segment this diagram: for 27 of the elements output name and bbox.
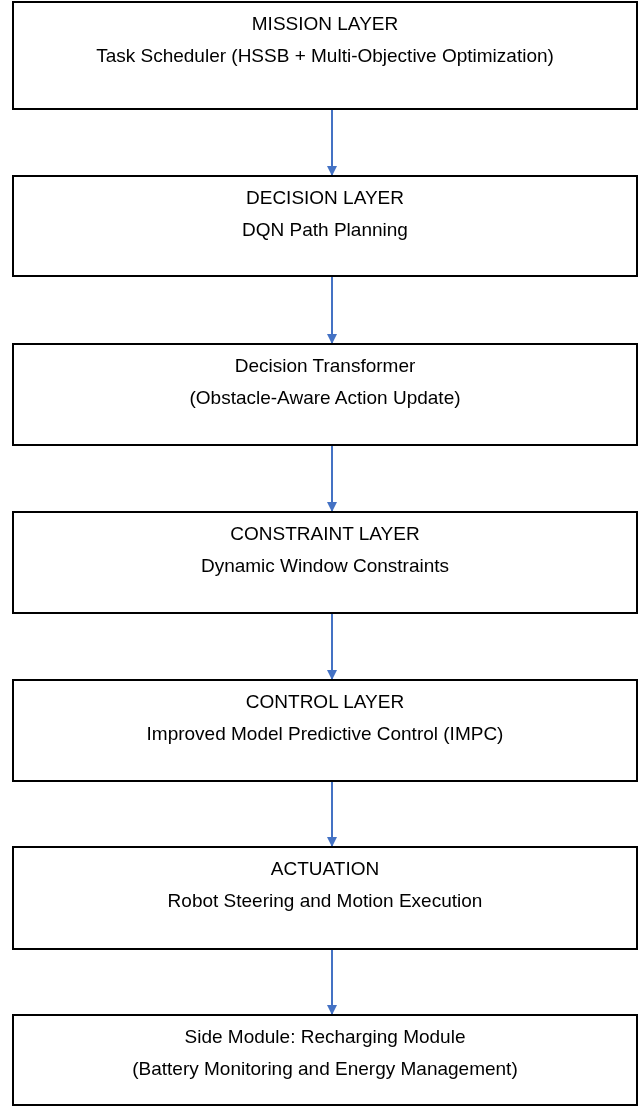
layer-box [12,1,638,110]
arrow [327,781,337,847]
layer-box [12,1014,638,1106]
layer-title: Side Module: Recharging Module [184,1025,466,1049]
layer-description: Improved Model Predictive Control (IMPC) [146,722,504,747]
layer-description: (Battery Monitoring and Energy Management) [132,1057,518,1082]
arrow [327,276,337,344]
layer-title: ACTUATION [270,857,380,881]
layer-box [12,679,638,782]
layer-box [12,511,638,614]
layer-box [12,343,638,446]
layer-title: MISSION LAYER [251,12,399,36]
layer-title: Decision Transformer [234,354,416,378]
arrow [327,445,337,512]
layer-description: Robot Steering and Motion Execution [167,889,483,914]
layer-description: DQN Path Planning [242,218,408,243]
arrow [327,109,337,176]
layer-title: CONSTRAINT LAYER [230,522,420,546]
layer-box [12,175,638,277]
layer-box [12,846,638,950]
layer-description: Task Scheduler (HSSB + Multi-Objective Optimization) [96,44,554,69]
layer-title: CONTROL LAYER [245,690,405,714]
arrow [327,613,337,680]
layer-description: Dynamic Window Constraints [200,554,450,579]
layer-title: DECISION LAYER [246,186,404,210]
layer-description: (Obstacle-Aware Action Update) [189,386,461,411]
arrow [327,949,337,1015]
